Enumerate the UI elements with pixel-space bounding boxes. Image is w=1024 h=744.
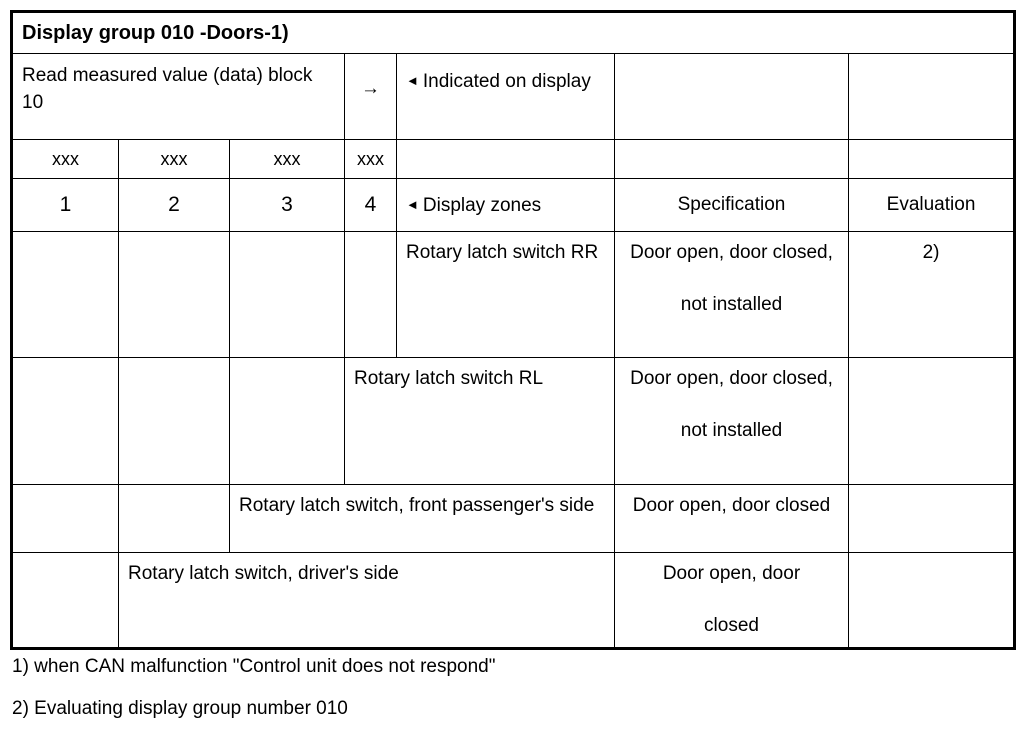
- evaluation-header: Evaluation: [886, 194, 976, 215]
- row1-zone-cell-4: [344, 231, 397, 358]
- row2-zone-cell-2: [118, 357, 230, 485]
- zone-number-cell-2: 2: [118, 178, 230, 232]
- display-zones-label: Display zones: [422, 195, 542, 216]
- zone-number-1: 1: [59, 193, 72, 216]
- procedure-eval-empty-cell: [847, 53, 1016, 140]
- spec-table-container: Display group 010 -Doors-1) Read measure…: [10, 10, 1017, 650]
- table-row: Rotary latch switch, front passenger's s…: [11, 484, 1016, 553]
- footnote-2: 2) Evaluating display group number 010: [12, 698, 348, 719]
- placeholder-zone-empty-cell: [396, 139, 615, 179]
- indicated-on-display-label: Indicated on display: [422, 71, 591, 92]
- display-zones-header: ◄Display zones: [397, 179, 614, 229]
- column-header-row: 1 2 3 4 ◄Display zones: [11, 178, 1016, 232]
- placeholder-cell-1: xxx: [11, 139, 119, 179]
- row1-zone-cell-1: [11, 231, 119, 358]
- row3-zone-cell-2: [118, 484, 230, 553]
- row1-zone-cell-2: [118, 231, 230, 358]
- placeholder-cell-4: xxx: [344, 139, 397, 179]
- placeholder-spec-empty-cell: [614, 139, 849, 179]
- placeholder-row: xxx xxx xxx xxx: [11, 139, 1016, 179]
- table-title-cell: Display group 010 -Doors-1): [10, 11, 1016, 54]
- placeholder-value-2: xxx: [160, 149, 188, 169]
- row2-description: Rotary latch switch RL: [354, 368, 544, 389]
- table-title-row: Display group 010 -Doors-1): [10, 11, 1016, 54]
- specification-header-cell: Specification: [614, 178, 849, 232]
- row3-evaluation-cell: [847, 484, 1016, 553]
- row2-specification: Door open, door closed, not installed: [630, 368, 833, 441]
- row1-description-cell: Rotary latch switch RR: [396, 231, 615, 358]
- row4-specification-cell: Door open, door closed: [614, 552, 849, 649]
- row4-zone-cell-1: [11, 552, 119, 649]
- zone-number-3: 3: [281, 193, 293, 216]
- footnotes-section: 1) when CAN malfunction "Control unit do…: [12, 655, 1002, 739]
- row4-description-cell: Rotary latch switch, driver's side: [118, 552, 615, 649]
- row2-zone-cell-1: [11, 357, 119, 485]
- table-row: Rotary latch switch, driver's side Door …: [11, 552, 1016, 649]
- indicated-on-display-cell: ◄Indicated on display: [396, 53, 615, 140]
- placeholder-cell-3: xxx: [229, 139, 345, 179]
- table-row: Rotary latch switch RL Door open, door c…: [11, 357, 1016, 485]
- display-zones-header-cell: ◄Display zones: [396, 178, 615, 232]
- table-row: Rotary latch switch RR Door open, door c…: [11, 231, 1016, 358]
- left-triangle-icon-zones: ◄: [406, 197, 419, 212]
- specification-header: Specification: [677, 194, 786, 215]
- display-group-table: Display group 010 -Doors-1) Read measure…: [10, 10, 1017, 650]
- row2-specification-cell: Door open, door closed, not installed: [614, 357, 849, 485]
- row1-specification: Door open, door closed, not installed: [630, 242, 833, 315]
- row4-description: Rotary latch switch, driver's side: [128, 563, 399, 584]
- row1-description: Rotary latch switch RR: [406, 242, 599, 263]
- placeholder-value-3: xxx: [273, 149, 301, 169]
- footnote-1: 1) when CAN malfunction "Control unit do…: [12, 656, 496, 677]
- left-triangle-icon: ◄: [406, 73, 419, 88]
- placeholder-eval-empty-cell: [847, 139, 1016, 179]
- row4-evaluation-cell: [847, 552, 1016, 649]
- placeholder-value-4: xxx: [357, 149, 384, 169]
- evaluation-header-cell: Evaluation: [847, 178, 1016, 232]
- row3-zone-cell-1: [11, 484, 119, 553]
- right-arrow-icon: →: [361, 78, 380, 99]
- row3-description: Rotary latch switch, front passenger's s…: [239, 495, 595, 516]
- row1-zone-cell-3: [229, 231, 345, 358]
- zone-number-2: 2: [168, 193, 180, 216]
- row1-evaluation: 2): [922, 242, 940, 263]
- placeholder-cell-2: xxx: [118, 139, 230, 179]
- row1-specification-cell: Door open, door closed, not installed: [614, 231, 849, 358]
- row4-evaluation: [849, 553, 1013, 569]
- procedure-row: Read measured value (data) block 10 → ◄I…: [11, 53, 1016, 140]
- row3-evaluation: [849, 485, 1013, 501]
- placeholder-value-1: xxx: [52, 149, 79, 169]
- procedure-arrow-cell: →: [344, 53, 397, 140]
- row1-evaluation-cell: 2): [847, 231, 1016, 358]
- zone-number-cell-3: 3: [229, 178, 345, 232]
- row3-specification-cell: Door open, door closed: [614, 484, 849, 553]
- procedure-spec-empty-cell: [614, 53, 849, 140]
- procedure-instruction-cell: Read measured value (data) block 10: [11, 53, 345, 140]
- row2-zone-cell-3: [229, 357, 345, 485]
- row2-evaluation: [849, 358, 1013, 374]
- row3-description-cell: Rotary latch switch, front passenger's s…: [229, 484, 615, 553]
- zone-number-cell-4: 4: [344, 178, 397, 232]
- row2-description-cell: Rotary latch switch RL: [344, 357, 615, 485]
- row2-evaluation-cell: [847, 357, 1016, 485]
- indicated-on-display-text: ◄Indicated on display: [397, 54, 614, 109]
- zone-number-cell-1: 1: [11, 178, 119, 232]
- zone-number-4: 4: [364, 193, 377, 216]
- row4-specification: Door open, door closed: [662, 563, 801, 636]
- procedure-instruction-text: Read measured value (data) block 10: [22, 65, 313, 113]
- row3-specification: Door open, door closed: [632, 495, 831, 516]
- page-title: Display group 010 -Doors-1): [22, 22, 289, 44]
